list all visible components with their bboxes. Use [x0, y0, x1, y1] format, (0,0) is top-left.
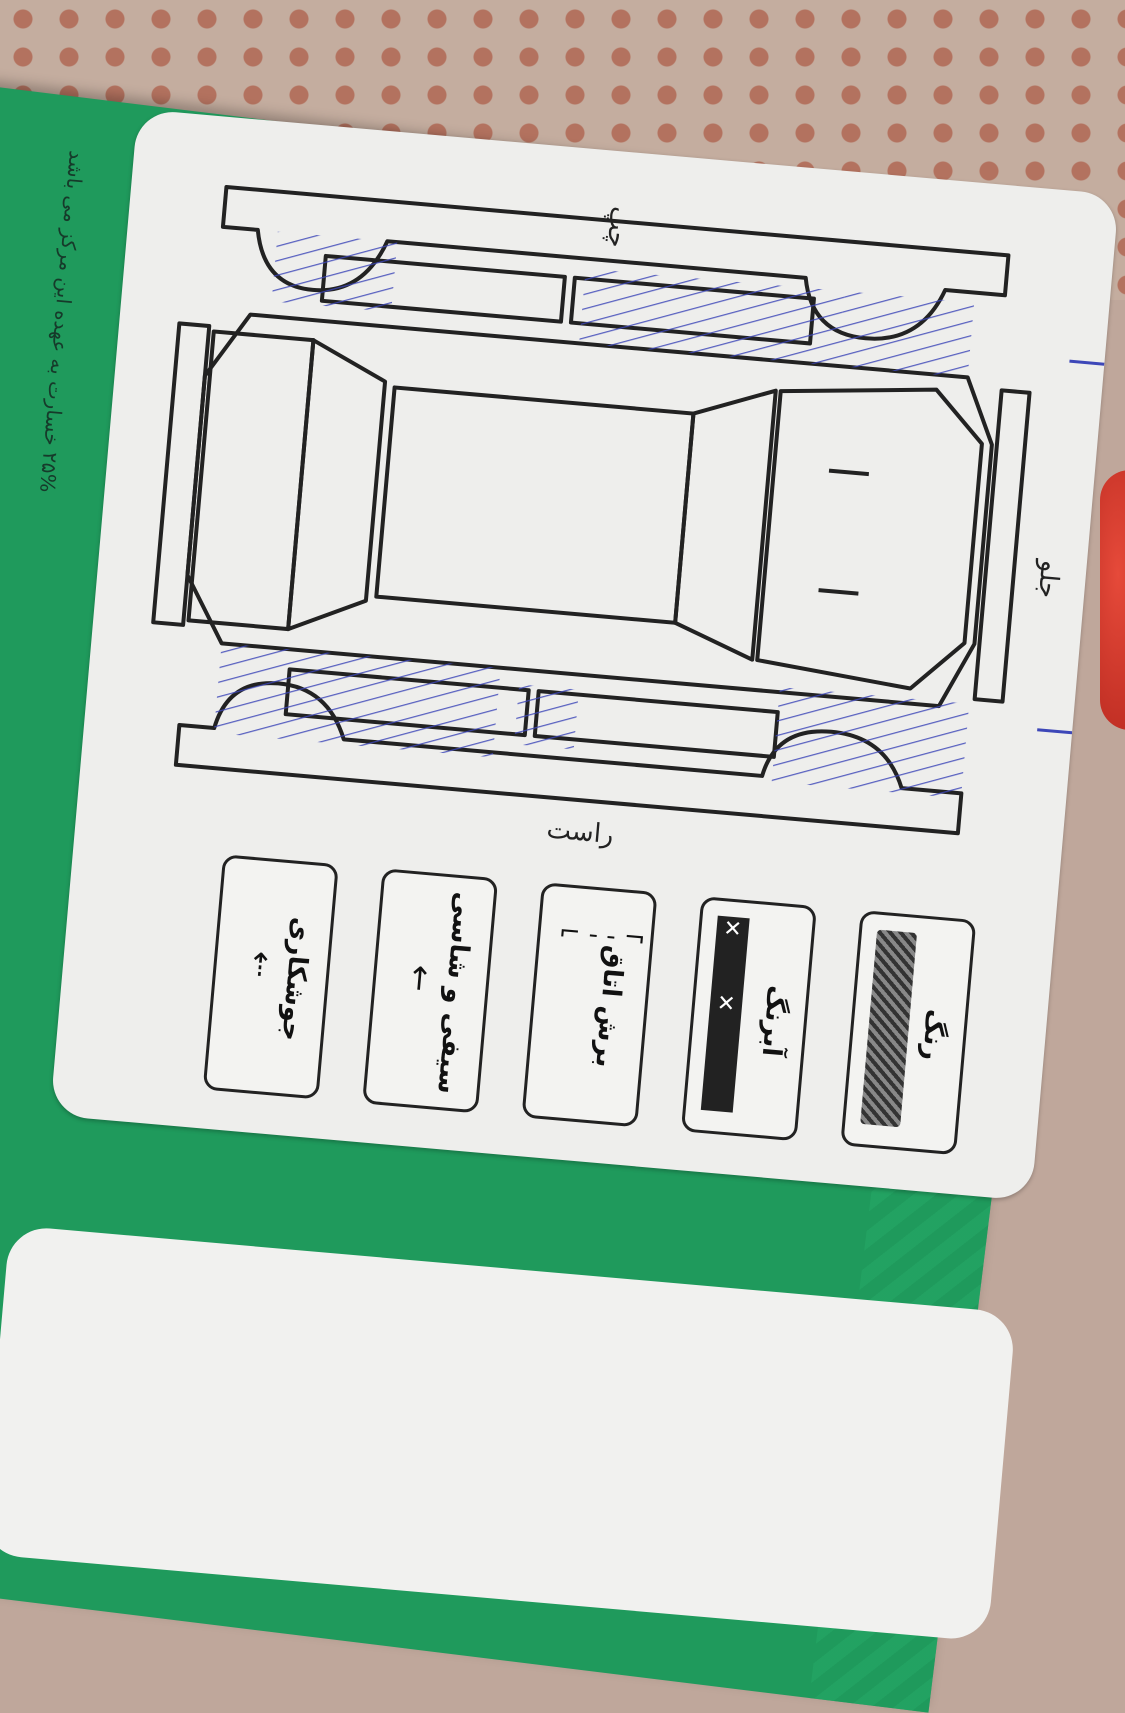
hood — [755, 387, 984, 691]
damage-left-rear — [271, 231, 398, 312]
legend-cut-label: برش اتاق — [589, 944, 630, 1069]
legend-paint: رنگ — [840, 910, 977, 1156]
car-diagram: جلو چپ راست — [151, 185, 1105, 850]
damage-right-rear — [213, 643, 501, 758]
red-object — [1100, 470, 1125, 730]
paint-swatch — [860, 929, 918, 1128]
legend-cut: ⌐ - - ¬ برش اتاق — [521, 882, 658, 1128]
body-outline — [185, 312, 994, 709]
trunk-lid — [186, 329, 316, 632]
legend-touchup: ✕✕ آبرنگ — [680, 896, 817, 1142]
legend-paint-label: رنگ — [916, 1007, 951, 1062]
windshield — [673, 388, 778, 662]
pen-arrow-2 — [1037, 728, 1073, 735]
label-left: چپ — [601, 205, 635, 249]
label-front: جلو — [1032, 557, 1065, 600]
damage-left-front — [579, 268, 845, 367]
damage-left-front-fender — [838, 291, 975, 378]
legend-weld: ⇡ جوشکاری — [202, 854, 339, 1100]
legend-putty: ↑ سیفی و شاسی — [362, 868, 499, 1114]
rear-bumper — [151, 321, 212, 627]
arrow-up-icon: ↑ — [404, 958, 435, 999]
legend-touchup-label: آبرنگ — [755, 984, 792, 1058]
legend-weld-label: جوشکاری — [275, 915, 317, 1043]
rear-window — [286, 338, 388, 632]
damage-right-center — [513, 684, 579, 750]
weld-arrow-icon: ⇡ — [245, 944, 276, 986]
pen-arrow-1 — [1069, 359, 1105, 366]
roof — [374, 385, 696, 625]
touchup-swatch: ✕✕ — [700, 915, 750, 1113]
diagram-card: جلو چپ راست رنگ ✕✕ آبرنگ ⌐ - - ¬ برش اتا… — [49, 108, 1120, 1202]
label-right: راست — [545, 814, 614, 850]
damage-right-front — [771, 687, 970, 799]
legend-putty-label: سیفی و شاسی — [431, 890, 479, 1096]
front-bumper — [972, 388, 1032, 704]
